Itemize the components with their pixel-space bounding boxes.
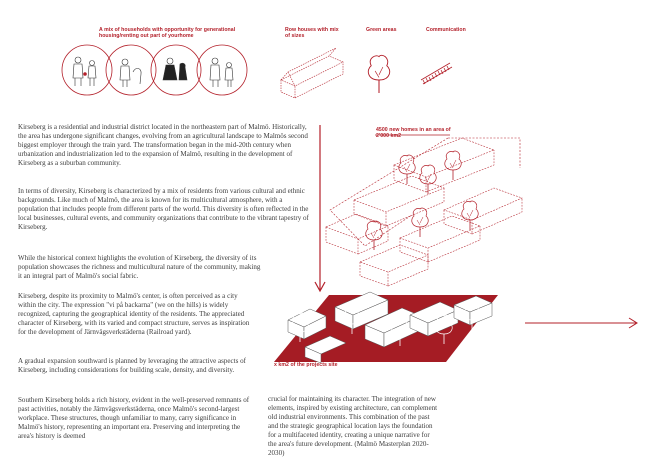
- identity-paragraph: Kirseberg, despite its proximity to Malm…: [18, 292, 250, 337]
- row-houses-label: Row houses with mix of sizes: [285, 27, 339, 40]
- dashed-row-houses: [325, 137, 523, 287]
- household-circle-2: [105, 44, 157, 96]
- project-site-area: [274, 291, 498, 364]
- household-circle-4: [196, 44, 248, 96]
- diversity-paragraph: In terms of diversity, Kirseberg is char…: [18, 187, 309, 232]
- down-arrow-icon: [314, 125, 326, 293]
- southern-kirseberg-paragraph: Southern Kirseberg holds a rich history,…: [18, 396, 250, 441]
- green-areas-icon: [367, 54, 391, 94]
- households-label: A mix of households with opportunity for…: [99, 27, 236, 40]
- communication-track-icon: [420, 62, 453, 85]
- household-circles: [61, 44, 248, 96]
- household-circle-3: [150, 44, 202, 96]
- history-paragraph: While the historical context highlights …: [18, 254, 261, 281]
- project-site-label: x km2 of the projects site: [274, 362, 338, 368]
- new-homes-label: 4500 new homes in an area of 2'000 km2: [376, 127, 451, 140]
- people-figures-icon: [72, 56, 234, 87]
- upper-area-trees: [365, 150, 479, 251]
- household-circle-1: [61, 44, 113, 96]
- green-areas-label: Green areas: [366, 27, 397, 33]
- right-arrow-icon: [525, 317, 638, 329]
- new-homes-area-outline: [329, 134, 521, 247]
- communication-label: Communication: [426, 27, 466, 33]
- expansion-paragraph: A gradual expansion southward is planned…: [18, 357, 246, 375]
- row-house-icon: [280, 47, 344, 99]
- intro-paragraph: Kirseberg is a residential and industria…: [18, 123, 308, 168]
- masterplan-paragraph: crucial for maintaining its character. T…: [268, 395, 438, 458]
